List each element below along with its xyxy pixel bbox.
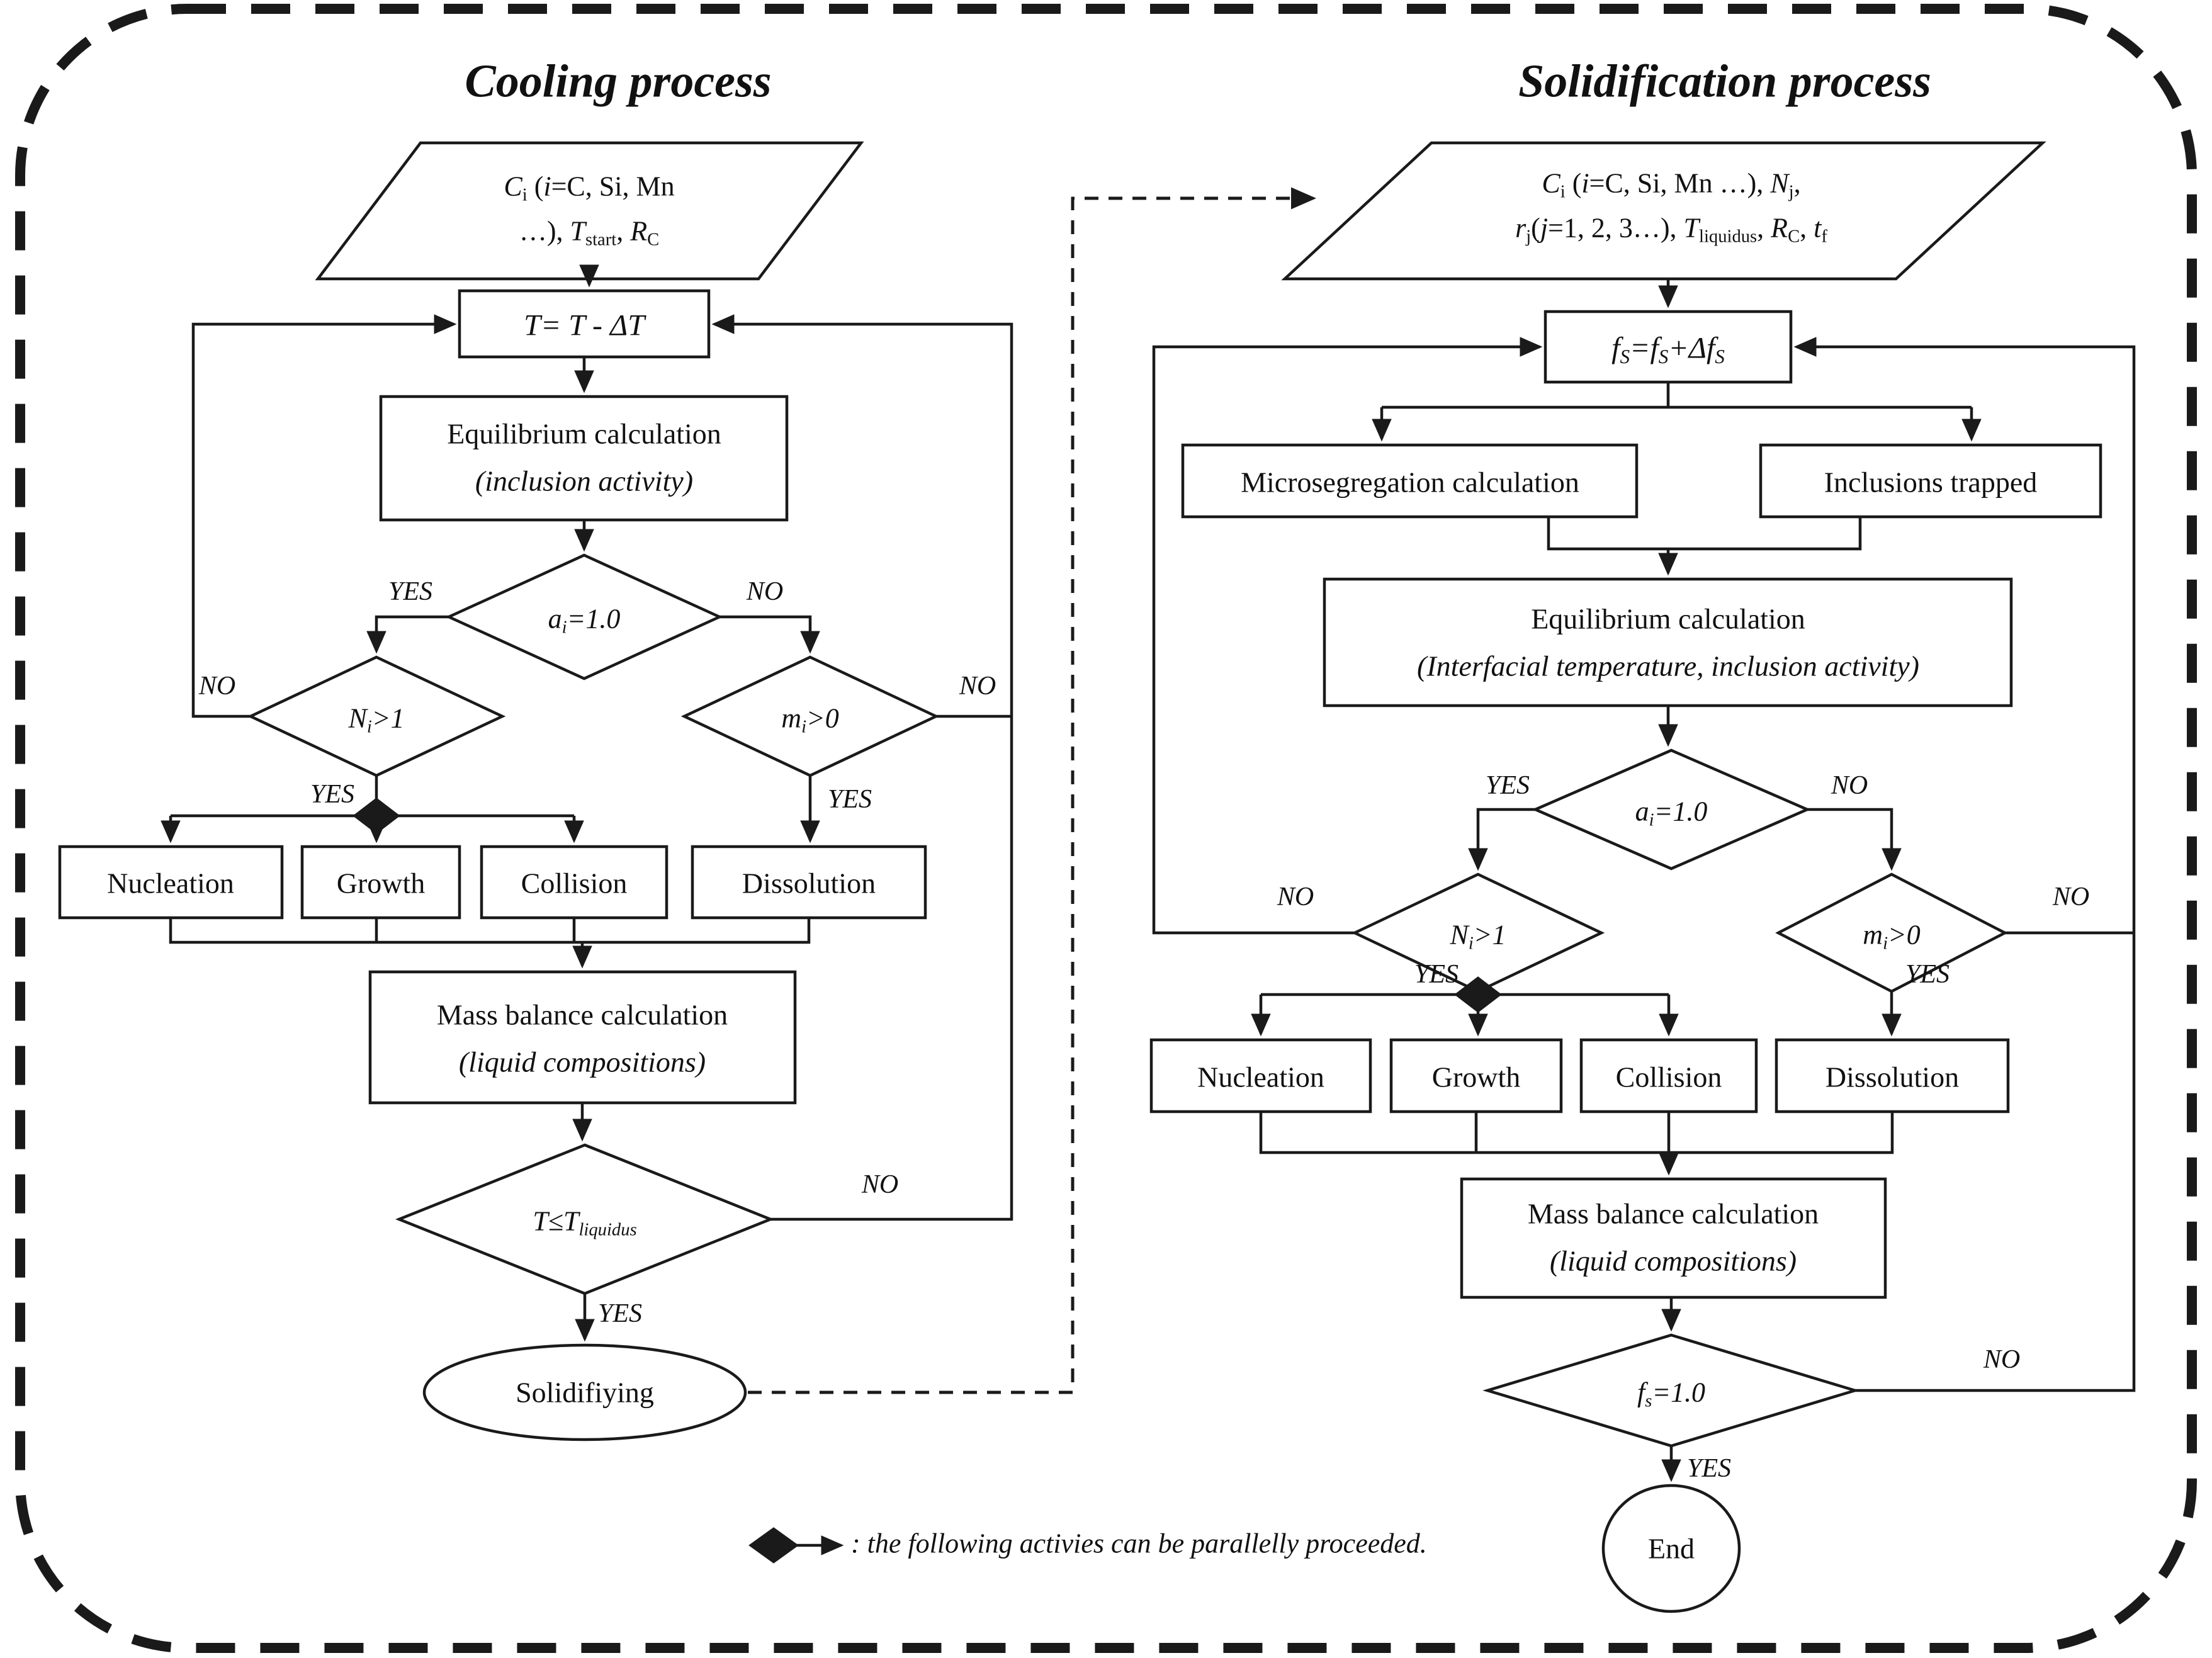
solidification-inclusions-box: [1759, 443, 2102, 519]
solidification-growth-label: Growth: [1431, 1061, 1521, 1093]
loop-connector-no: [191, 314, 457, 718]
solidification-microsegregation-box: [1181, 443, 1639, 519]
solidification-step-box: [1543, 310, 1793, 384]
solidification-growth-box: [1389, 1038, 1563, 1114]
merge-line: [1547, 517, 1862, 551]
cooling-activity-diamond: [445, 553, 723, 680]
solidification-dissolution-label: Dissolution: [1825, 1061, 1960, 1093]
solidification-fraction-label: fs=1.0: [1637, 1377, 1706, 1411]
decision-label-no: NO: [861, 1170, 899, 1199]
loop-connector-no: [1152, 337, 1543, 935]
loop-connector-no: [1793, 337, 2136, 1392]
solidification-microsegregation-label: Microsegregation calculation: [1241, 466, 1579, 499]
cooling-nucleation-box: [58, 845, 284, 920]
decision-label-yes: YES: [1905, 960, 1950, 989]
flow-connector-no: [719, 615, 820, 654]
cooling-dissolution-label: Dissolution: [742, 867, 876, 899]
decision-label-yes: YES: [310, 780, 355, 809]
solidification-mass-label: mi>0: [1863, 919, 1921, 954]
cooling-collision-label: Collision: [521, 867, 628, 899]
decision-label-no: NO: [1831, 771, 1868, 800]
solidification-collision-box: [1579, 1038, 1758, 1114]
decision-label-yes: YES: [827, 785, 872, 814]
solidification-nucleation-label: Nucleation: [1197, 1061, 1324, 1093]
solidification-terminal-ellipse: [1601, 1484, 1741, 1613]
cooling-activity-label: ai=1.0: [548, 603, 621, 638]
merge-line: [169, 918, 811, 944]
solidification-mass-balance-box: [1460, 1177, 1887, 1299]
decision-label-no: NO: [959, 672, 996, 701]
decision-label-yes: YES: [1414, 960, 1459, 989]
solidification-activity-diamond: [1532, 748, 1811, 871]
cooling-mass-label: mi>0: [781, 702, 839, 737]
legend-text: : the following activies can be parallel…: [851, 1528, 1427, 1559]
solidification-collision-label: Collision: [1615, 1061, 1722, 1093]
flow-connector-yes: [1468, 808, 1535, 871]
solidification-terminal-label: End: [1647, 1532, 1695, 1565]
cooling-title: Cooling process: [465, 55, 772, 108]
cooling-growth-box: [300, 845, 461, 920]
cooling-input-label: Ci (i=C, Si, Mn …), Tstart, RC: [504, 171, 675, 250]
cooling-dissolution-box: [691, 845, 927, 920]
parallel-split-diamond-icon: [353, 798, 400, 834]
cooling-nucleation-label: Nucleation: [107, 867, 234, 899]
cooling-step-label: T= T - ΔT: [524, 308, 645, 342]
solidification-input-parallelogram: [1281, 141, 2046, 281]
decision-label-yes: YES: [597, 1299, 643, 1328]
merge-line: [1259, 1112, 1894, 1154]
cooling-step-box: [458, 289, 711, 359]
cooling-terminal-ellipse: [422, 1343, 747, 1441]
legend-parallel-diamond-icon: [748, 1527, 799, 1564]
decision-label-no: NO: [2052, 883, 2090, 911]
decision-label-yes: YES: [1485, 771, 1530, 800]
decision-label-no: NO: [1277, 883, 1314, 911]
outer-dashed-border: [15, 4, 2197, 1653]
cooling-mass-balance-box: [368, 970, 797, 1105]
solidification-title: Solidification process: [1518, 55, 1931, 108]
loop-connector-no: [711, 314, 1013, 1221]
decision-label-no: NO: [198, 672, 236, 701]
decision-label-yes: YES: [388, 577, 433, 606]
flow-connector-no: [1807, 808, 1902, 871]
solidification-equilibrium-label: Equilibrium calculation (Interfacial tem…: [1417, 602, 1919, 682]
solidification-number-label: Ni>1: [1450, 919, 1506, 954]
solidification-activity-label: ai=1.0: [1635, 796, 1708, 830]
cooling-input-parallelogram: [315, 141, 864, 281]
solidification-nucleation-box: [1149, 1038, 1372, 1114]
solidification-equilibrium-box: [1323, 577, 2013, 708]
cooling-liquidus-label: T≤Tliquidus: [533, 1205, 637, 1240]
solidification-dissolution-box: [1775, 1038, 2010, 1114]
cooling-mass-balance-label: Mass balance calculation (liquid composi…: [436, 998, 728, 1078]
cooling-terminal-label: Solidifiying: [516, 1376, 654, 1409]
solidification-step-label: fS=fS+ΔfS: [1611, 331, 1725, 368]
flow-connector-yes: [366, 615, 449, 654]
decision-label-no: NO: [1983, 1345, 2021, 1374]
decision-label-no: NO: [746, 577, 784, 606]
cooling-growth-label: Growth: [336, 867, 426, 899]
solidification-input-label: Ci (i=C, Si, Mn …), Nj, rj(j=1, 2, 3…), …: [1515, 167, 1827, 247]
dashed-transfer-connector: [748, 187, 1316, 1394]
decision-label-yes: YES: [1686, 1454, 1732, 1483]
cooling-equilibrium-label: Equilibrium calculation (inclusion activ…: [447, 417, 721, 497]
solidification-inclusions-label: Inclusions trapped: [1824, 466, 2038, 499]
cooling-number-label: Ni>1: [348, 702, 405, 737]
solidification-mass-balance-label: Mass balance calculation (liquid composi…: [1527, 1197, 1819, 1277]
